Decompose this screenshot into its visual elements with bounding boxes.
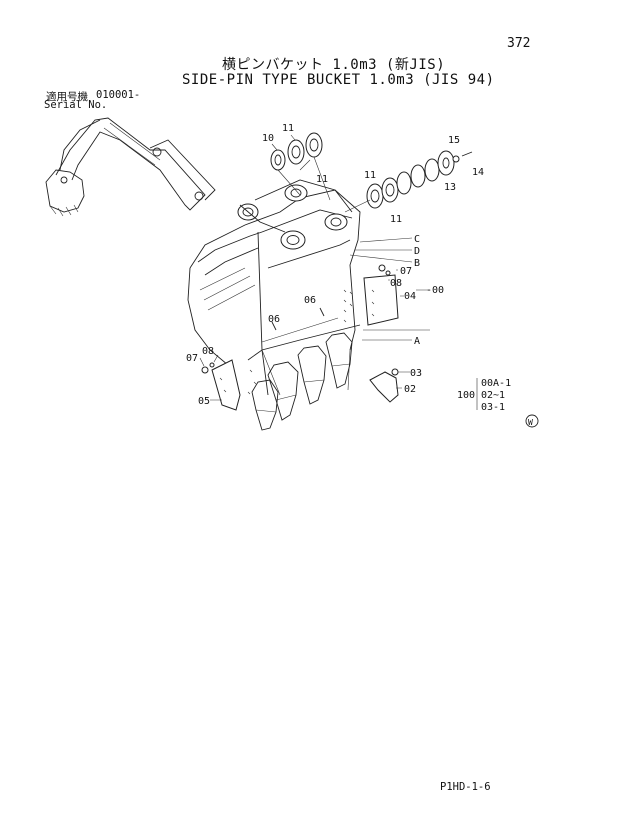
callout-05: 05	[198, 396, 210, 407]
callout-02: 02	[404, 384, 416, 395]
callout-07: 07	[400, 266, 412, 277]
pin-washers-upper	[270, 132, 331, 201]
side-cutter-left	[201, 359, 241, 411]
callout-08: 08	[390, 278, 402, 289]
callout-03: 03	[410, 368, 422, 379]
callout-A: A	[414, 336, 420, 347]
callout-11: 11	[316, 174, 328, 185]
side-cutter-right	[363, 264, 399, 326]
callout-11: 11	[390, 214, 402, 225]
excavator-thumbnail	[45, 117, 216, 217]
bolts-06	[261, 307, 339, 343]
variant-row: 02~1	[481, 390, 505, 401]
callout-B: B	[414, 258, 420, 269]
callout-06: 06	[304, 295, 316, 306]
w-mark: W	[525, 414, 539, 428]
callout-11: 11	[282, 123, 294, 134]
serial-label-jp: 適用号機	[46, 91, 88, 103]
callout-13: 13	[444, 182, 456, 193]
tooth-adapter	[369, 368, 399, 403]
bucket-teeth	[251, 332, 353, 431]
serial-label-en: Serial No.	[44, 99, 108, 111]
variant-row: 03-1	[481, 402, 505, 413]
variant-row: 00A-1	[481, 378, 511, 389]
leader-lines	[199, 134, 430, 401]
callout-08: 08	[202, 346, 214, 357]
callout-07: 07	[186, 353, 198, 364]
bucket-body	[187, 179, 361, 396]
callout-04: 04	[404, 291, 416, 302]
serial-value: 010001-	[96, 89, 141, 101]
footer-code: P1HD-1-6	[440, 781, 491, 793]
variant-table: 100 00A-1 02~1 03-1	[457, 378, 511, 413]
title-japanese: 横ピンバケット 1.0m3 (新JIS)	[222, 57, 446, 73]
w-mark-text: W	[528, 418, 533, 427]
callout-10: 10	[262, 133, 274, 144]
callout-D: D	[414, 246, 420, 257]
variant-qty: 100	[457, 390, 475, 401]
callout-labels: 10 11 11 11 11 15 14 13 C D B 07 08 04 -…	[186, 123, 484, 407]
callout-11: 11	[364, 170, 376, 181]
callout-00: -00	[426, 285, 444, 296]
pin-washers-right	[344, 150, 473, 213]
callout-06: 06	[268, 314, 280, 325]
title-english: SIDE-PIN TYPE BUCKET 1.0m3 (JIS 94)	[182, 72, 495, 88]
callout-14: 14	[472, 167, 484, 178]
callout-15: 15	[448, 135, 460, 146]
callout-C: C	[414, 234, 420, 245]
page-number: 372	[507, 36, 531, 51]
